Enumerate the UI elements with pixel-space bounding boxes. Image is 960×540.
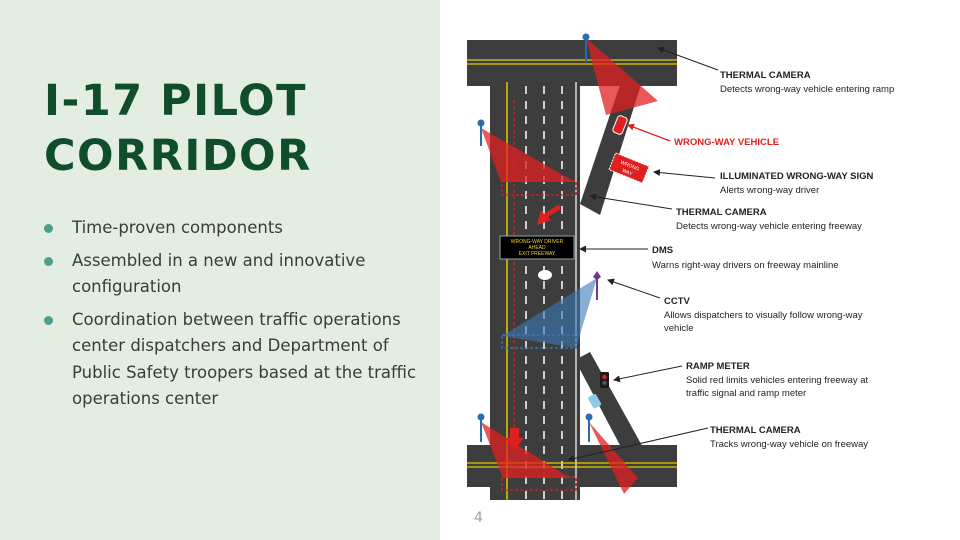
thermal-camera-zone xyxy=(589,422,638,494)
label-title: DMS xyxy=(652,245,673,256)
wrong-way-sign-icon: WRONG WAY xyxy=(608,152,650,184)
dms-line: WRONG-WAY DRIVER xyxy=(511,239,564,245)
label-desc: Warns right-way drivers on freeway mainl… xyxy=(652,260,839,271)
detection-box xyxy=(501,334,577,349)
title-line: CORRIDOR xyxy=(44,131,312,181)
wrong-way-vehicle-icon xyxy=(612,115,628,135)
label-desc: Alerts wrong-way driver xyxy=(720,185,819,196)
label-desc: traffic signal and ramp meter xyxy=(686,388,806,399)
wrong-way-arrow-icon xyxy=(505,428,524,450)
label-desc: vehicle xyxy=(664,323,694,334)
callout-line xyxy=(589,193,673,210)
bullet-item: Time-proven components xyxy=(44,215,424,242)
ramp-meter-icon xyxy=(600,372,609,388)
dms-line: EXIT FREEWAY xyxy=(519,251,556,257)
roadway xyxy=(467,40,677,500)
detection-box xyxy=(501,180,577,196)
label-title: THERMAL CAMERA xyxy=(710,425,801,436)
thermal-camera-icon xyxy=(582,33,590,62)
bullet-text: Coordination between traffic operations … xyxy=(72,309,417,409)
thermal-camera-zone xyxy=(481,422,570,478)
detection-box xyxy=(501,476,577,491)
callout-lines xyxy=(567,46,719,463)
corridor-diagram: WRONG WAY WRONG-WAY DRIVER AHEAD EXIT FR… xyxy=(467,33,894,500)
title-line: I-17 PILOT xyxy=(44,76,307,126)
on-ramp-bottom xyxy=(575,352,650,468)
label-desc: Solid red limits vehicles entering freew… xyxy=(686,375,869,386)
label-desc: Detects wrong-way vehicle entering ramp xyxy=(720,84,894,95)
label-desc: Tracks wrong-way vehicle on freeway xyxy=(710,439,868,450)
page-number: 4 xyxy=(474,510,483,526)
label-thermal-camera-ramp: THERMAL CAMERA Detects wrong-way vehicle… xyxy=(720,70,894,95)
callout-line xyxy=(613,365,683,383)
label-title: WRONG-WAY VEHICLE xyxy=(674,137,779,148)
bullet-dot-icon xyxy=(44,315,53,325)
bullet-item: Coordination between traffic operations … xyxy=(44,307,424,413)
callout-line xyxy=(607,278,661,299)
label-illuminated-sign: ILLUMINATED WRONG-WAY SIGN Alerts wrong-… xyxy=(720,171,874,196)
label-desc: Detects wrong-way vehicle entering freew… xyxy=(676,221,862,232)
callout-line xyxy=(653,169,716,179)
callout-line xyxy=(567,427,709,463)
label-dms: DMS Warns right-way drivers on freeway m… xyxy=(652,245,839,271)
bullet-dot-icon xyxy=(44,224,53,233)
wrong-way-arrow-icon xyxy=(537,205,562,225)
thermal-camera-icon xyxy=(585,413,593,442)
bullet-text: Time-proven components xyxy=(72,218,283,237)
label-title: CCTV xyxy=(664,296,691,307)
vehicle-icon xyxy=(538,270,552,280)
thermal-camera-zone xyxy=(481,128,575,182)
label-title: ILLUMINATED WRONG-WAY SIGN xyxy=(720,171,874,182)
thermal-camera-zone xyxy=(586,38,658,115)
left-panel: I-17 PILOT CORRIDOR Time-proven componen… xyxy=(0,0,440,540)
cctv-camera-icon xyxy=(593,271,601,300)
callout-line xyxy=(627,123,671,142)
label-ramp-meter: RAMP METER Solid red limits vehicles ent… xyxy=(686,361,869,399)
thermal-camera-icon xyxy=(477,119,485,146)
label-thermal-camera-tracking: THERMAL CAMERA Tracks wrong-way vehicle … xyxy=(710,425,868,450)
cctv-zone xyxy=(502,278,597,348)
label-title: RAMP METER xyxy=(686,361,750,372)
label-cctv: CCTV Allows dispatchers to visually foll… xyxy=(664,296,863,334)
svg-text:WAY: WAY xyxy=(621,168,634,178)
bullet-text: Assembled in a new and innovative config… xyxy=(72,250,366,297)
vehicle-icon xyxy=(588,394,602,409)
slide-title: I-17 PILOT CORRIDOR xyxy=(44,74,312,184)
label-desc: Allows dispatchers to visually follow wr… xyxy=(664,310,863,321)
bullet-item: Assembled in a new and innovative config… xyxy=(44,248,424,301)
callout-line xyxy=(657,46,719,71)
dms-line: AHEAD xyxy=(528,245,546,251)
bullet-list: Time-proven components Assembled in a ne… xyxy=(44,215,424,419)
label-title: THERMAL CAMERA xyxy=(720,70,811,81)
label-thermal-camera-freeway: THERMAL CAMERA Detects wrong-way vehicle… xyxy=(676,207,862,232)
bullet-dot-icon xyxy=(44,256,53,266)
label-title: THERMAL CAMERA xyxy=(676,207,767,218)
dms-sign: WRONG-WAY DRIVER AHEAD EXIT FREEWAY xyxy=(499,235,575,260)
label-wrong-way-vehicle: WRONG-WAY VEHICLE xyxy=(674,137,779,148)
thermal-camera-icon xyxy=(477,413,485,442)
